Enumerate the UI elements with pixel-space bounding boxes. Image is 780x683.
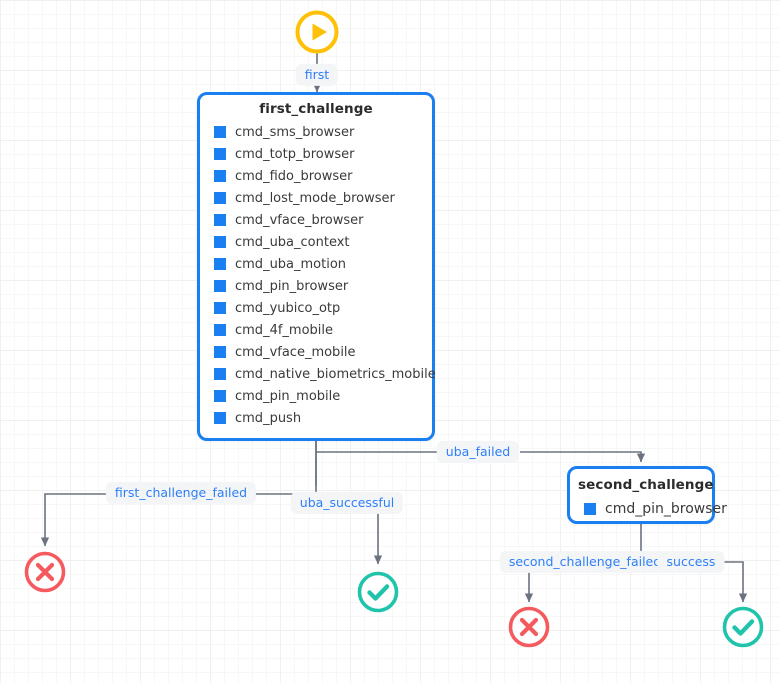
start-node[interactable] — [294, 9, 340, 55]
blue-square-icon — [214, 368, 226, 380]
terminal-success-middle[interactable] — [356, 570, 400, 614]
blue-square-icon — [214, 126, 226, 138]
node-item-label: cmd_uba_motion — [235, 256, 347, 272]
node-item[interactable]: cmd_uba_motion — [200, 253, 432, 275]
node-item[interactable]: cmd_yubico_otp — [200, 297, 432, 319]
blue-square-icon — [214, 170, 226, 182]
node-item[interactable]: cmd_pin_browser — [200, 275, 432, 297]
terminal-failure-right[interactable] — [507, 605, 551, 649]
check-circle-icon — [722, 606, 764, 648]
x-circle-icon — [508, 606, 550, 648]
edge-uba-failed-right — [520, 451, 646, 463]
node-item-list: cmd_sms_browser cmd_totp_browser cmd_fid… — [200, 121, 436, 437]
node-item-label: cmd_lost_mode_browser — [235, 190, 395, 206]
terminal-failure-left[interactable] — [23, 550, 67, 594]
edge-label-first-challenge-failed[interactable]: first_challenge_failed — [105, 481, 257, 505]
node-item-label: cmd_uba_context — [235, 234, 350, 250]
node-second-challenge[interactable]: second_challenge cmd_pin_browser — [567, 466, 727, 524]
blue-square-icon — [214, 302, 226, 314]
node-item-label: cmd_fido_browser — [235, 168, 353, 184]
node-item[interactable]: cmd_lost_mode_browser — [200, 187, 432, 209]
node-item-label: cmd_yubico_otp — [235, 300, 341, 316]
node-item-label: cmd_native_biometrics_mobile — [235, 366, 436, 382]
blue-square-icon — [214, 390, 226, 402]
blue-square-icon — [214, 412, 226, 424]
terminal-success-right[interactable] — [721, 605, 765, 649]
node-item[interactable]: cmd_pin_browser — [570, 497, 727, 521]
node-item[interactable]: cmd_uba_context — [200, 231, 432, 253]
node-item[interactable]: cmd_fido_browser — [200, 165, 432, 187]
node-item-label: cmd_4f_mobile — [235, 322, 334, 338]
node-item-label: cmd_totp_browser — [235, 146, 355, 162]
node-item-label: cmd_sms_browser — [235, 124, 355, 140]
node-item-label: cmd_push — [235, 410, 302, 426]
blue-square-icon — [214, 148, 226, 160]
node-item-label: cmd_pin_browser — [235, 278, 349, 294]
x-circle-icon — [24, 551, 66, 593]
blue-square-icon — [214, 346, 226, 358]
blue-square-icon — [214, 280, 226, 292]
node-first-challenge[interactable]: first_challenge cmd_sms_browser cmd_totp… — [197, 92, 436, 441]
play-circle-icon — [295, 10, 339, 54]
node-item[interactable]: cmd_totp_browser — [200, 143, 432, 165]
edge-first-challenge-failed — [253, 441, 317, 495]
edge-label-uba-successful[interactable]: uba_successful — [290, 491, 404, 515]
node-item[interactable]: cmd_push — [200, 407, 432, 429]
edge-label-uba-failed[interactable]: uba_failed — [436, 440, 520, 464]
node-item-label: cmd_pin_browser — [605, 501, 727, 517]
node-item[interactable]: cmd_vface_mobile — [200, 341, 432, 363]
node-item-list: cmd_pin_browser — [570, 497, 727, 529]
node-item-label: cmd_vface_mobile — [235, 344, 356, 360]
node-item[interactable]: cmd_sms_browser — [200, 121, 432, 143]
blue-square-icon — [214, 324, 226, 336]
blue-square-icon — [214, 214, 226, 226]
edge-failed-to-terminal-left — [40, 493, 111, 547]
edge-label-success[interactable]: success — [657, 550, 725, 574]
node-item[interactable]: cmd_vface_browser — [200, 209, 432, 231]
blue-square-icon — [214, 258, 226, 270]
node-item[interactable]: cmd_4f_mobile — [200, 319, 432, 341]
node-title: second_challenge — [578, 477, 714, 493]
node-item[interactable]: cmd_native_biometrics_mobile — [200, 363, 436, 385]
node-title: first_challenge — [259, 101, 373, 117]
edge-label-first[interactable]: first — [295, 63, 339, 87]
blue-square-icon — [584, 503, 596, 515]
blue-square-icon — [214, 192, 226, 204]
node-item-label: cmd_pin_mobile — [235, 388, 341, 404]
node-item-label: cmd_vface_browser — [235, 212, 364, 228]
check-circle-icon — [357, 571, 399, 613]
node-item[interactable]: cmd_pin_mobile — [200, 385, 432, 407]
edge-label-second-challenge-failed[interactable]: second_challenge_failed — [499, 550, 671, 574]
blue-square-icon — [214, 236, 226, 248]
